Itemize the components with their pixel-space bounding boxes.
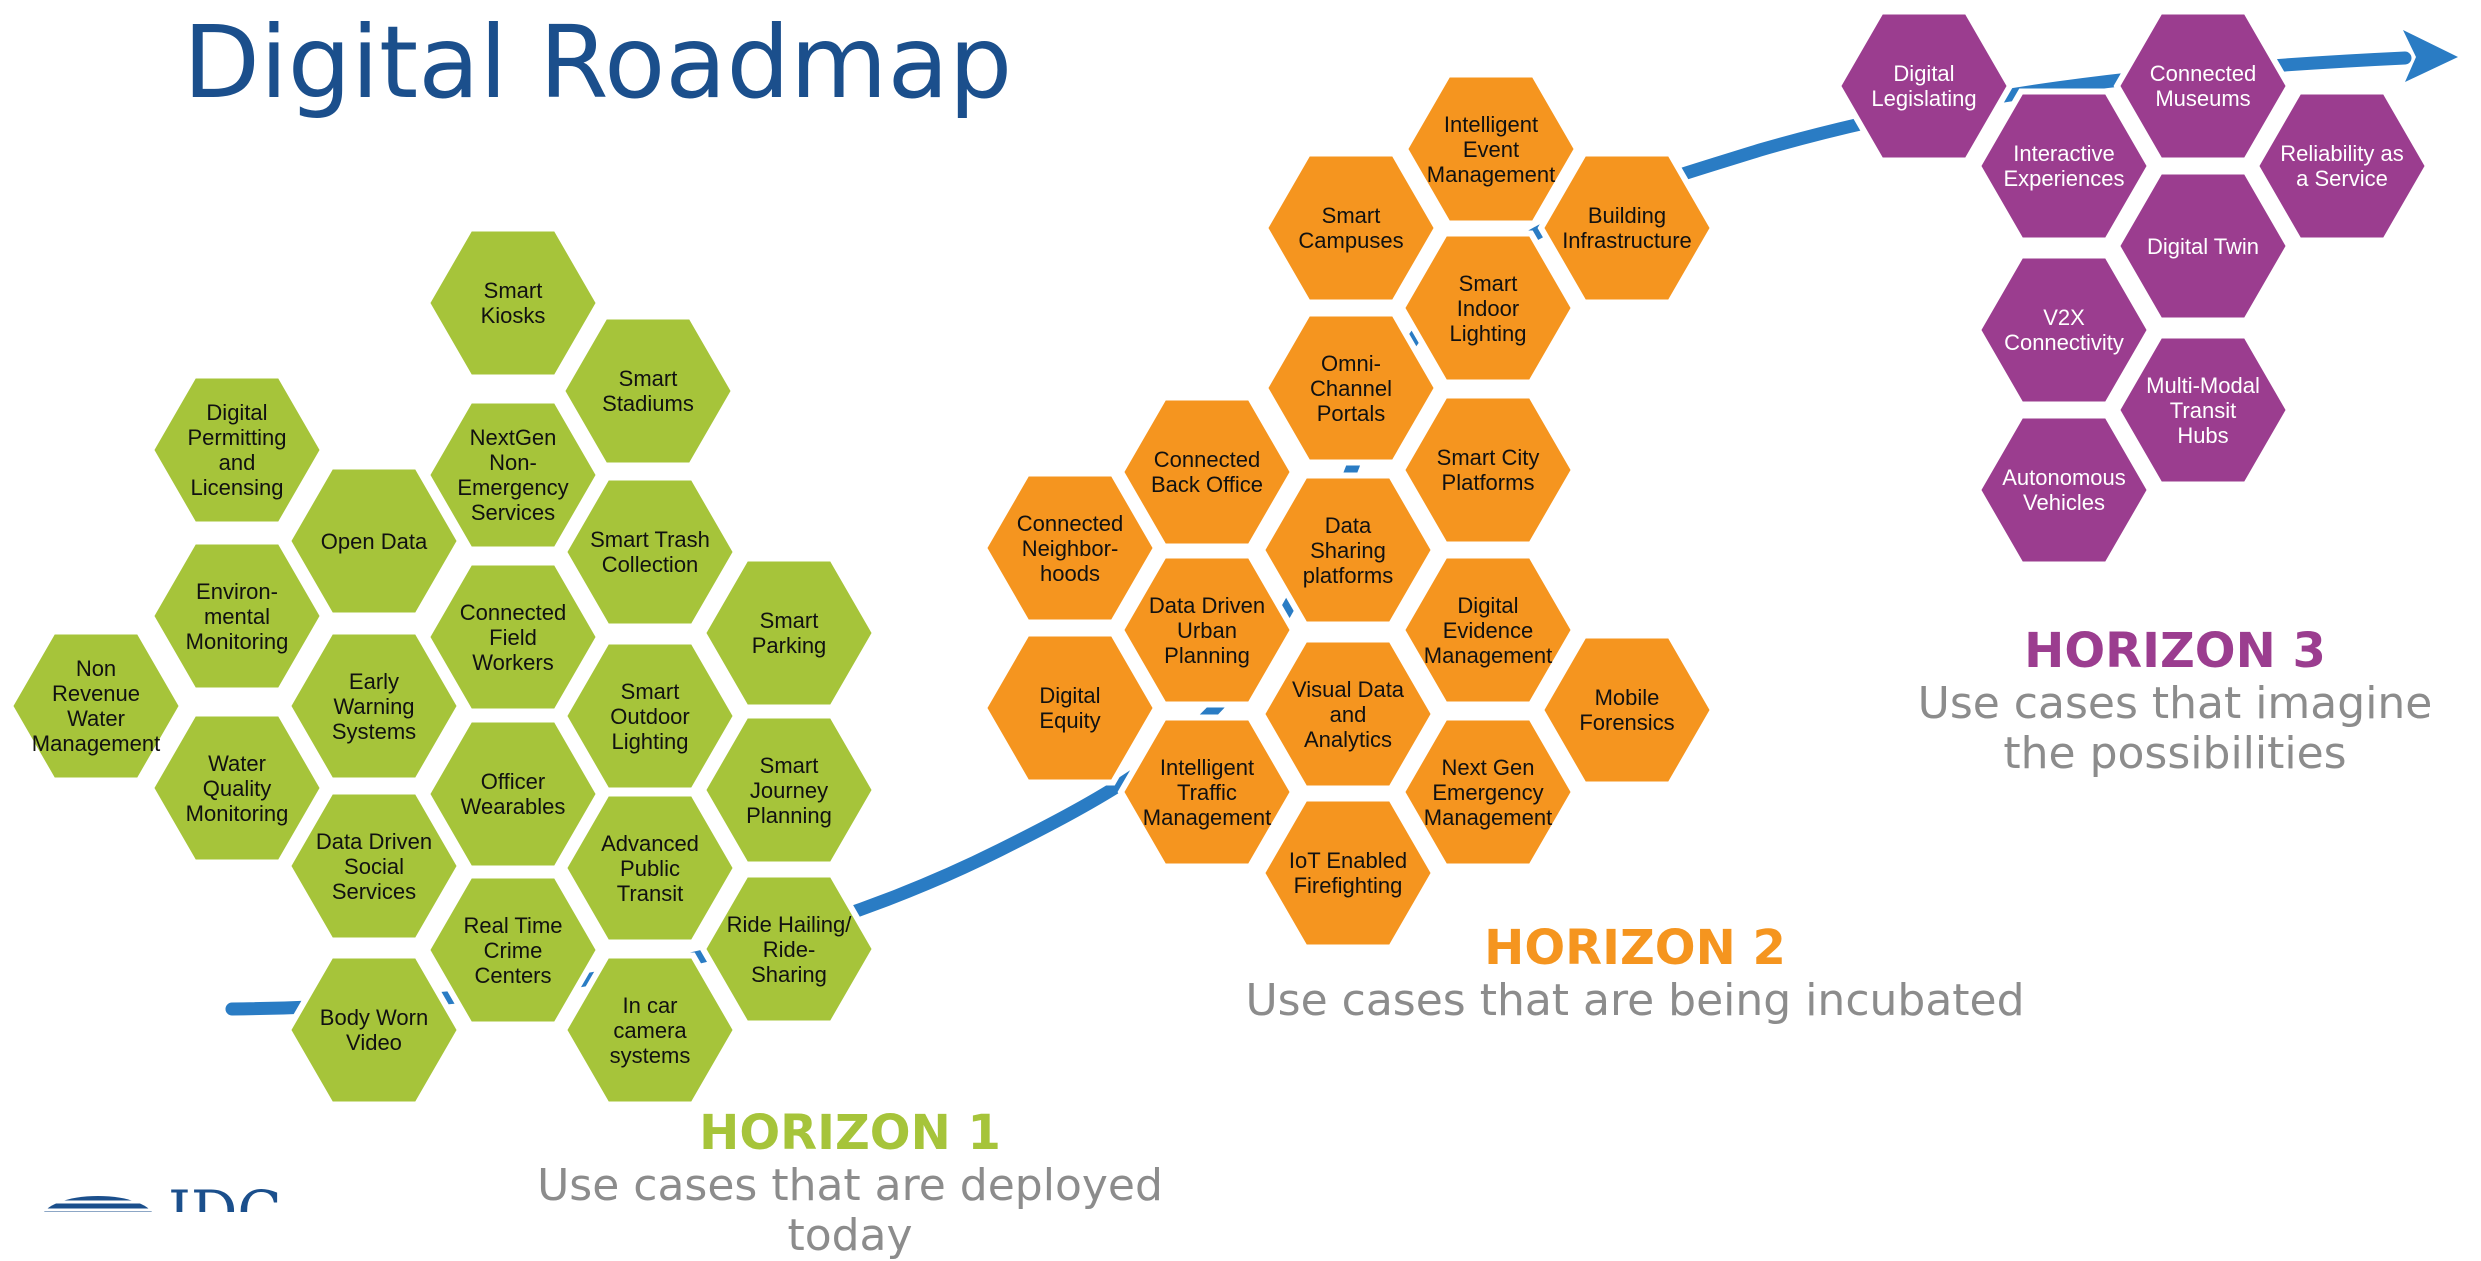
horizon1-hexagon <box>147 372 327 528</box>
horizon2-hexagon <box>1398 714 1578 870</box>
horizon2-hexagon <box>1537 150 1717 306</box>
horizon2-hexagon <box>1401 71 1581 227</box>
horizon3-hexagon <box>2113 332 2293 488</box>
horizon1-hexagon <box>284 628 464 784</box>
horizon1-hexagon <box>284 788 464 944</box>
horizon1-hexagon <box>423 397 603 553</box>
horizon-3-title: HORIZON 3 <box>2024 623 2326 679</box>
horizon2-hexagon <box>1258 636 1438 792</box>
idc-logo-text: IDC <box>168 1188 282 1212</box>
horizon-2-title: HORIZON 2 <box>1484 920 1786 976</box>
horizon1-hexagon <box>560 638 740 794</box>
horizon2-hexagon <box>1258 795 1438 951</box>
horizon1-hexagon <box>6 628 186 784</box>
horizon-2-caption: HORIZON 2 Use cases that are being incub… <box>1240 920 2030 1026</box>
horizon1-hexagon <box>423 872 603 1028</box>
horizon-2-description: Use cases that are being incubated <box>1245 975 2025 1026</box>
horizon2-hexagon <box>1117 394 1297 550</box>
horizon3-hexagon <box>2113 8 2293 164</box>
horizon2-hexagon <box>1398 230 1578 386</box>
horizon1-hexagon <box>284 952 464 1108</box>
horizon1-hexagon <box>284 463 464 619</box>
roadmap-arrow-head <box>2403 30 2458 82</box>
horizon3-hexagon <box>1834 8 2014 164</box>
horizon3-hexagon <box>2252 88 2432 244</box>
horizon3-hexagon <box>1974 412 2154 568</box>
horizon-3-description: Use cases that imagine the possibilities <box>1917 678 2433 779</box>
horizon3-hexagon <box>1974 88 2154 244</box>
idc-logo-mark: IDC <box>44 1188 282 1212</box>
horizon2-hexagon <box>980 630 1160 786</box>
horizon1-hexagon <box>699 712 879 868</box>
horizon2-hexagon <box>980 470 1160 626</box>
horizon1-hexagon <box>423 559 603 715</box>
horizon2-hexagon <box>1261 310 1441 466</box>
horizon1-hexagon <box>560 474 740 630</box>
horizon-1-description: Use cases that are deployed today <box>537 1160 1163 1261</box>
horizon1-hexagon <box>558 313 738 469</box>
horizon2-hexagon <box>1537 632 1717 788</box>
horizon-1-title: HORIZON 1 <box>699 1105 1001 1161</box>
idc-logo: IDC <box>40 1188 370 1212</box>
horizon2-hexagon <box>1258 472 1438 628</box>
horizon3-hexagon <box>1974 252 2154 408</box>
horizon1-hexagon <box>560 790 740 946</box>
horizon3-hexagon <box>2113 168 2293 324</box>
horizon1-hexagon <box>560 952 740 1108</box>
horizon1-hexagon <box>699 871 879 1027</box>
horizon1-hexagon <box>147 538 327 694</box>
horizon2-hexagon <box>1398 392 1578 548</box>
horizon2-hexagon <box>1117 552 1297 708</box>
horizon1-hexagon <box>699 555 879 711</box>
horizon1-hexagon <box>147 710 327 866</box>
horizon2-hexagon <box>1398 552 1578 708</box>
roadmap-diagram <box>6 8 2458 1108</box>
horizon1-hexagon <box>423 716 603 872</box>
horizon2-hexagon <box>1117 714 1297 870</box>
horizon2-hexagon <box>1261 150 1441 306</box>
horizon-3-caption: HORIZON 3 Use cases that imagine the pos… <box>1880 623 2470 779</box>
horizon-1-caption: HORIZON 1 Use cases that are deployed to… <box>470 1105 1230 1261</box>
page-title: Digital Roadmap <box>183 4 1013 121</box>
horizon1-hexagon <box>423 225 603 381</box>
